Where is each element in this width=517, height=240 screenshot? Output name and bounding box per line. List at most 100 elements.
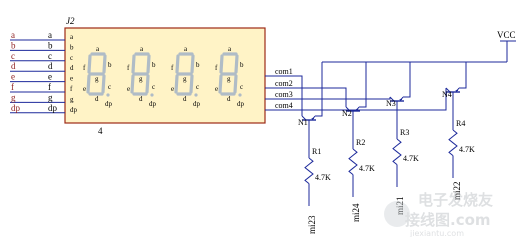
segment-label-b: b (196, 61, 200, 69)
pin-label-c: c (11, 51, 15, 61)
segment-b (234, 54, 239, 74)
watermark-brand: 电子发烧友 (418, 191, 493, 209)
resistor-ref-1: R1 (312, 147, 321, 156)
segment-label-d: d (227, 95, 231, 103)
segment-label-c: c (240, 83, 243, 91)
resistor-body (392, 138, 402, 165)
pin-label-b: b (11, 40, 16, 50)
pin-number-e: e (48, 72, 52, 82)
pin-label-d: d (11, 61, 16, 71)
resistor-value-2: 4.7K (359, 164, 375, 173)
pin-label-e: e (11, 72, 15, 82)
emitter-wire (403, 62, 411, 98)
segment-c (189, 74, 194, 94)
collector-wire (300, 75, 303, 116)
com-pin-label-3: com3 (275, 90, 293, 99)
part-ref-label: J2 (66, 16, 75, 26)
pin-label-f: f (11, 82, 14, 92)
transistor-leg-left (301, 115, 307, 121)
segment-label-b: b (108, 61, 112, 69)
net-label-4: mi22 (452, 181, 462, 200)
inner-pin-label-b: b (70, 43, 74, 51)
segment-b (190, 54, 195, 74)
segment-c (233, 74, 238, 94)
segment-e (174, 74, 179, 94)
segment-label-e: e (127, 85, 130, 93)
segment-dp (106, 93, 110, 97)
collector-wire (300, 88, 447, 111)
segment-label-f: f (215, 64, 218, 72)
segment-b (102, 54, 107, 74)
segment-label-e: e (215, 85, 218, 93)
segment-label-c: c (152, 83, 155, 91)
resistor-ref-2: R2 (356, 138, 365, 147)
pin-label-a: a (11, 30, 15, 40)
segment-label-b: b (240, 61, 244, 69)
segment-label-a: a (96, 45, 100, 53)
segment-label-f: f (127, 64, 130, 72)
segment-label-g: g (183, 75, 187, 83)
segment-f (219, 54, 224, 74)
watermark-url: jiexiantu.com (409, 229, 464, 237)
segment-label-g: g (95, 75, 99, 83)
segment-label-dp: dp (105, 100, 113, 108)
com-pin-label-4: com4 (275, 101, 293, 110)
segment-label-e: e (171, 85, 174, 93)
pin-label-dp: dp (11, 103, 21, 113)
segment-label-dp: dp (237, 100, 245, 108)
pin-label-g: g (11, 92, 16, 102)
segment-e (86, 74, 91, 94)
watermark-logo-icon (384, 201, 410, 227)
segment-e (218, 74, 223, 94)
segment-label-c: c (196, 83, 199, 91)
transistor-label-2: N2 (342, 109, 352, 118)
pin-number-b: b (48, 40, 53, 50)
segment-label-d: d (183, 95, 187, 103)
transistor-label-3: N3 (386, 99, 396, 108)
pin-number-g: g (48, 92, 53, 102)
resistor-value-1: 4.7K (315, 173, 331, 182)
collector-wire (300, 97, 391, 100)
watermark: 电子发烧友 接线图.com jiexiantu.com (384, 191, 493, 237)
segment-c (101, 74, 106, 94)
pin-number-a: a (48, 30, 52, 40)
segment-f (87, 54, 92, 74)
segment-dp (238, 93, 242, 97)
part-value-label: 4 (98, 126, 103, 136)
resistor-body (448, 129, 458, 156)
segment-label-g: g (227, 75, 231, 83)
net-label-1: mi23 (307, 215, 317, 234)
watermark-site: 接线图.com (405, 211, 491, 229)
segment-e (130, 74, 135, 94)
pin-number-dp: dp (48, 103, 58, 113)
segment-c (145, 74, 150, 94)
segment-label-g: g (139, 75, 143, 83)
resistor-value-3: 4.7K (403, 154, 419, 163)
inner-pin-label-dp: dp (70, 106, 78, 114)
emitter-wire (315, 62, 323, 117)
segment-label-a: a (184, 45, 188, 53)
resistor-value-4: 4.7K (459, 145, 475, 154)
transistor-leg-left (445, 87, 451, 93)
transistor-label-1: N1 (298, 118, 308, 127)
resistor-ref-3: R3 (400, 128, 409, 137)
segment-f (175, 54, 180, 74)
segment-f (131, 54, 136, 74)
inner-pin-label-d: d (70, 64, 74, 72)
transistor-arrow-icon (311, 117, 314, 119)
inner-pin-label-c: c (70, 54, 73, 62)
resistor-ref-4: R4 (456, 119, 465, 128)
segment-label-e: e (83, 85, 86, 93)
pin-number-f: f (48, 82, 51, 92)
